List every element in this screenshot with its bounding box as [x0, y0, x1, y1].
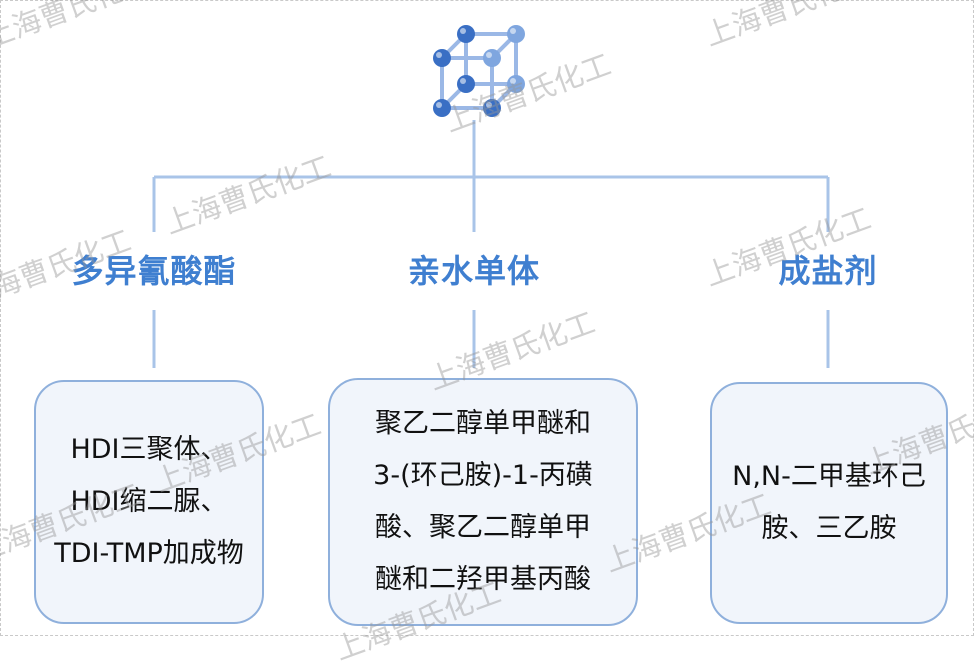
card-line: N,N-二甲基环己 — [732, 461, 926, 492]
connector-lines — [152, 120, 830, 368]
card-line: HDI三聚体、 — [70, 434, 228, 465]
card-line: 胺、三乙胺 — [761, 513, 897, 544]
heading-hydrophilic-monomer: 亲水单体 — [407, 252, 540, 290]
card-hydrophilic-monomer: 聚乙二醇单甲醚和 3-(环己胺)-1-丙磺 酸、聚乙二醇单甲 醚和二羟甲基丙酸 — [328, 378, 638, 626]
card-line: 醚和二羟甲基丙酸 — [375, 564, 591, 595]
molecule-cube-icon — [433, 25, 525, 117]
card-line: 3-(环己胺)-1-丙磺 — [373, 460, 593, 491]
card-line: HDI缩二脲、 — [70, 486, 228, 517]
card-line: 聚乙二醇单甲醚和 — [375, 408, 591, 439]
card-salt-forming-agent: N,N-二甲基环己 胺、三乙胺 — [710, 382, 948, 624]
heading-salt-forming-agent: 成盐剂 — [778, 252, 878, 290]
heading-polyisocyanate: 多异氰酸酯 — [71, 252, 237, 290]
card-polyisocyanate: HDI三聚体、 HDI缩二脲、 TDI-TMP加成物 — [34, 380, 264, 624]
card-line: 酸、聚乙二醇单甲 — [375, 512, 591, 543]
card-line: TDI-TMP加成物 — [54, 538, 244, 569]
